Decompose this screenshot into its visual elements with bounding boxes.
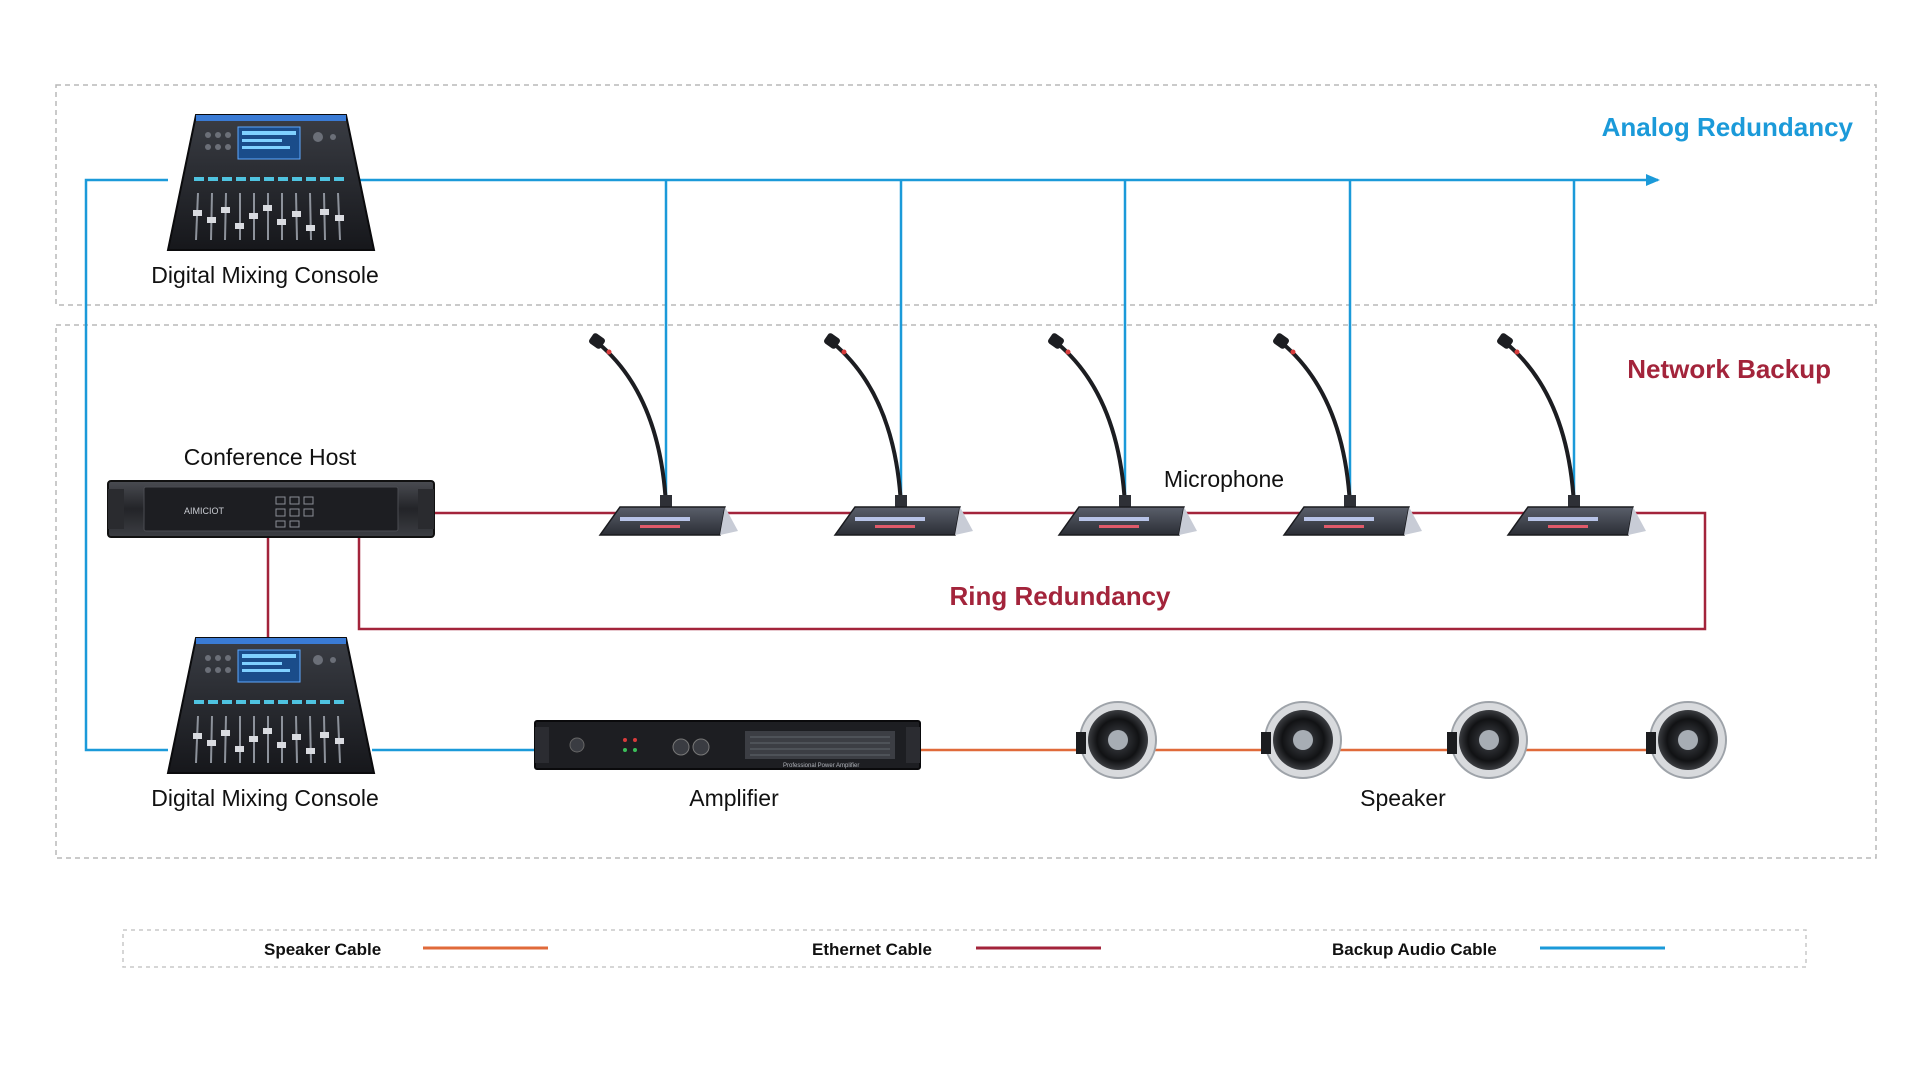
amplifier-label: Amplifier bbox=[689, 785, 779, 811]
amplifier: Professional Power Amplifier bbox=[534, 720, 921, 770]
backup-audio-left-loop bbox=[84, 178, 168, 752]
legend: Speaker Cable Ethernet Cable Backup Audi… bbox=[122, 929, 1807, 968]
network-zone-border bbox=[55, 324, 1877, 859]
conference-host: AIMICIOT bbox=[107, 480, 435, 538]
amplifier-panel-text: Professional Power Amplifier bbox=[783, 763, 859, 769]
microphone-label: Microphone bbox=[1164, 466, 1284, 492]
microphone-2 bbox=[824, 333, 973, 536]
legend-ethernet-label: Ethernet Cable bbox=[812, 940, 932, 959]
speaker-4 bbox=[1646, 701, 1727, 779]
microphone-4 bbox=[1273, 333, 1422, 536]
microphone-5 bbox=[1497, 333, 1646, 536]
speaker-2 bbox=[1261, 701, 1342, 779]
ethernet-cables bbox=[266, 511, 1707, 645]
mixing-console-bottom-label: Digital Mixing Console bbox=[151, 785, 379, 811]
ethernet-ring-top bbox=[357, 511, 1707, 631]
analog-zone-border bbox=[55, 84, 1877, 306]
legend-backup-label: Backup Audio Cable bbox=[1332, 940, 1497, 959]
network-zone-title: Network Backup bbox=[1627, 354, 1831, 384]
mixing-console-top bbox=[166, 114, 376, 251]
legend-box bbox=[122, 929, 1807, 968]
conference-host-label: Conference Host bbox=[184, 444, 357, 470]
legend-speaker-label: Speaker Cable bbox=[264, 940, 381, 959]
microphone-1 bbox=[589, 333, 738, 536]
speaker-1 bbox=[1076, 701, 1157, 779]
speaker-label: Speaker bbox=[1360, 785, 1446, 811]
microphone-3 bbox=[1048, 333, 1197, 536]
mixing-console-bottom bbox=[166, 637, 376, 774]
host-brand-text: AIMICIOT bbox=[184, 506, 225, 516]
analog-zone-title: Analog Redundancy bbox=[1602, 112, 1854, 142]
backup-audio-cables bbox=[84, 174, 1660, 752]
speaker-3 bbox=[1447, 701, 1528, 779]
mixing-console-top-label: Digital Mixing Console bbox=[151, 262, 379, 288]
ring-redundancy-title: Ring Redundancy bbox=[949, 581, 1171, 611]
